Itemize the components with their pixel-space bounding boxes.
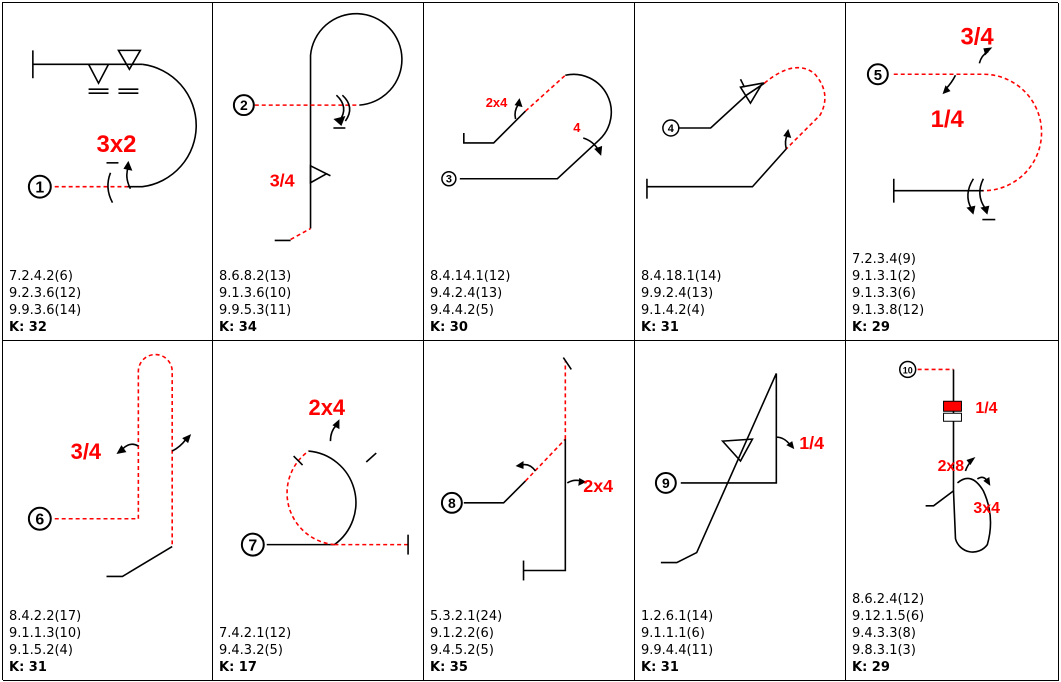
code-line: 9.2.3.6(12): [9, 286, 82, 301]
code-line: 9.1.3.8(12): [852, 303, 925, 318]
code-line: 9.9.2.4(13): [641, 286, 714, 301]
code-list: 8.6.8.2(13) 9.1.3.6(10) 9.9.5.3(11) K: 3…: [219, 268, 291, 336]
marker-label: 10: [903, 365, 913, 375]
code-list: 8.4.18.1(14) 9.9.2.4(13) 9.1.4.2(4) K: 3…: [641, 268, 721, 336]
figure-cell-7: 7 2x4 7.4.2.1(12) 9.4.3.2(5) K: 17: [213, 341, 424, 681]
code-list: 7.2.3.4(9) 9.1.3.1(2) 9.1.3.3(6) 9.1.3.8…: [852, 251, 924, 336]
figure-cell-2: 2 3/4 8.6.8.2(13) 9.1.3.6(10) 9.9.5.3(11…: [213, 3, 424, 341]
code-line: 8.6.8.2(13): [219, 269, 292, 284]
dimension-label: 4: [573, 120, 581, 135]
k-score: K: 31: [641, 660, 679, 675]
code-list: 8.4.14.1(12) 9.4.2.4(13) 9.4.4.2(5) K: 3…: [430, 268, 510, 336]
figure-diagram-10: 10 1/4 2x8 3x4: [899, 360, 1000, 553]
dimension-label: 3x4: [973, 500, 1000, 517]
code-list: 8.6.2.4(12) 9.12.1.5(6) 9.4.3.3(8) 9.8.3…: [852, 591, 924, 676]
code-line: 8.4.2.2(17): [9, 609, 82, 624]
code-line: 9.4.3.2(5): [219, 643, 283, 658]
figure-diagram-2: 2 3/4: [232, 12, 403, 242]
figure-diagram-1: 1 3x2: [27, 49, 198, 204]
marker-label: 1: [35, 180, 44, 197]
code-line: 8.4.14.1(12): [430, 269, 511, 284]
code-list: 7.2.4.2(6) 9.2.3.6(12) 9.9.3.6(14) K: 32: [9, 268, 81, 336]
dimension-label: 3/4: [71, 439, 102, 464]
code-line: 9.8.3.1(3): [852, 643, 916, 658]
marker-label: 8: [448, 495, 456, 511]
code-line: 9.1.2.2(6): [430, 626, 494, 641]
k-score: K: 32: [9, 320, 47, 335]
figure-diagram-9: 9 1/4: [654, 373, 824, 564]
code-line: 7.2.3.4(9): [852, 252, 916, 267]
marker-label: 7: [248, 538, 257, 555]
k-score: K: 31: [641, 320, 679, 335]
figure-diagram-6: 6 3/4: [27, 353, 192, 578]
code-line: 9.1.1.1(6): [641, 626, 705, 641]
code-line: 9.1.1.3(10): [9, 626, 82, 641]
dimension-label: 3x2: [97, 131, 137, 158]
code-line: 8.6.2.4(12): [852, 592, 925, 607]
k-score: K: 30: [430, 320, 468, 335]
figure-cell-1: 1 3x2 7.2.4.2(6) 9.2.3.6(12) 9.9.3.6(14)…: [3, 3, 213, 341]
k-score: K: 29: [852, 320, 890, 335]
k-score: K: 35: [430, 660, 468, 675]
figure-cell-3: 3 2x4 4 8.4.14.1(12) 9.4.2.4(13) 9.4.4.2…: [424, 3, 635, 341]
code-line: 8.4.18.1(14): [641, 269, 722, 284]
dimension-label: 3/4: [960, 23, 994, 50]
marker-label: 2: [240, 97, 248, 113]
dimension-label: 2x4: [583, 476, 613, 496]
marker-label: 4: [668, 123, 675, 135]
code-line: 9.1.3.1(2): [852, 269, 916, 284]
code-line: 7.2.4.2(6): [9, 269, 73, 284]
code-list: 5.3.2.1(24) 9.1.2.2(6) 9.4.5.2(5) K: 35: [430, 608, 502, 676]
code-line: 1.2.6.1(14): [641, 609, 714, 624]
code-line: 9.1.3.6(10): [219, 286, 292, 301]
dimension-label: 2x4: [309, 395, 346, 420]
code-line: 9.1.3.3(6): [852, 286, 916, 301]
figure-diagram-8: 8 2x4: [440, 357, 613, 581]
k-score: K: 34: [219, 320, 257, 335]
marker-label: 6: [35, 512, 44, 529]
figure-cell-4: 4 8.4.18.1(14) 9.9.2.4(13) 9.1.4.2(4) K:…: [635, 3, 846, 341]
code-line: 9.12.1.5(6): [852, 609, 925, 624]
code-line: 9.1.5.2(4): [9, 643, 73, 658]
dimension-label: 2x4: [486, 95, 508, 110]
dimension-label: 3/4: [270, 171, 295, 191]
marker-label: 9: [662, 475, 670, 491]
dimension-label: 1/4: [931, 106, 965, 133]
k-score: K: 17: [219, 660, 257, 675]
code-line: 9.4.3.3(8): [852, 626, 916, 641]
dimension-label: 1/4: [799, 433, 824, 453]
code-list: 7.4.2.1(12) 9.4.3.2(5) K: 17: [219, 625, 291, 676]
figure-cell-9: 9 1/4 1.2.6.1(14) 9.1.1.1(6) 9.9.4.4(11)…: [635, 341, 846, 681]
code-list: 1.2.6.1(14) 9.1.1.1(6) 9.9.4.4(11) K: 31: [641, 608, 713, 676]
code-line: 9.9.4.4(11): [641, 643, 714, 658]
code-line: 9.4.4.2(5): [430, 303, 494, 318]
k-score: K: 31: [9, 660, 47, 675]
code-line: 9.9.3.6(14): [9, 303, 82, 318]
code-line: 5.3.2.1(24): [430, 609, 503, 624]
figure-cell-10: 10 1/4 2x8 3x4 8.6.2.4(12) 9.12.1.5(6) 9…: [846, 341, 1059, 681]
figure-cell-6: 6 3/4 8.4.2.2(17) 9.1.1.3(10) 9.1.5.2(4)…: [3, 341, 213, 681]
code-line: 9.4.5.2(5): [430, 643, 494, 658]
code-line: 7.4.2.1(12): [219, 626, 292, 641]
dimension-label: 1/4: [975, 400, 997, 417]
k-score: K: 29: [852, 660, 890, 675]
figure-diagram-3: 3 2x4 4: [441, 73, 613, 187]
code-line: 9.1.4.2(4): [641, 303, 705, 318]
figure-cell-5: 5 3/4 1/4 7.2.3.4(9) 9.1.3.1(2) 9.1.3.3(…: [846, 3, 1059, 341]
figure-diagram-5: 5 3/4 1/4: [866, 23, 1043, 221]
figure-cell-8: 8 2x4 5.3.2.1(24) 9.1.2.2(6) 9.4.5.2(5) …: [424, 341, 635, 681]
figure-diagram-7: 7 2x4: [240, 395, 409, 557]
code-line: 9.9.5.3(11): [219, 303, 292, 318]
code-list: 8.4.2.2(17) 9.1.1.3(10) 9.1.5.2(4) K: 31: [9, 608, 81, 676]
code-line: 9.4.2.4(13): [430, 286, 503, 301]
marker-label: 3: [446, 174, 452, 186]
marker-label: 5: [874, 67, 882, 84]
dimension-label: 2x8: [938, 458, 965, 475]
figure-diagram-4: 4: [646, 66, 826, 199]
